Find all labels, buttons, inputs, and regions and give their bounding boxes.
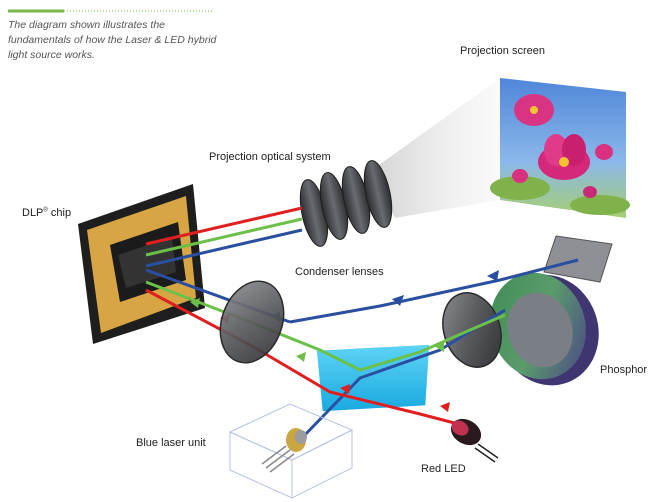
condenser-lens-left <box>219 280 285 364</box>
pink-flower-small <box>512 169 528 183</box>
label-phosphor: Phosphor <box>600 364 648 376</box>
beam-arrow <box>296 352 306 362</box>
red-led <box>450 418 499 463</box>
beam-arrow <box>190 298 200 308</box>
label-red-led: Red LED <box>421 463 466 475</box>
label-dlp-chip: DLP® chip <box>22 207 72 219</box>
pink-flower-small <box>583 186 597 198</box>
mirror <box>543 235 613 283</box>
blue-laser-unit <box>228 403 354 499</box>
beam-arrow <box>340 384 350 394</box>
label-projection-optical-system: Projection optical system <box>209 151 331 163</box>
dlp-chip <box>78 184 205 344</box>
label-condenser-lenses: Condenser lenses <box>295 266 384 278</box>
phosphor-wheel <box>490 272 599 386</box>
label-projection-screen: Projection screen <box>460 45 545 57</box>
pink-flower-large <box>538 134 590 180</box>
pink-flower-small <box>595 144 613 160</box>
diagram-caption: The diagram shown illustrates the fundam… <box>8 19 217 61</box>
projection-screen <box>490 78 630 218</box>
beam-arrow <box>434 340 444 352</box>
output-beams <box>145 206 303 268</box>
projection-optical-system <box>299 160 393 247</box>
label-blue-laser-unit: Blue laser unit <box>136 437 206 449</box>
beam-arrow <box>440 402 450 412</box>
projection-light-cone <box>372 78 500 218</box>
projection-lens-element <box>363 160 393 228</box>
beam-arrow <box>392 295 404 306</box>
pink-flower-top <box>514 94 554 126</box>
beam-arrow <box>487 270 499 281</box>
